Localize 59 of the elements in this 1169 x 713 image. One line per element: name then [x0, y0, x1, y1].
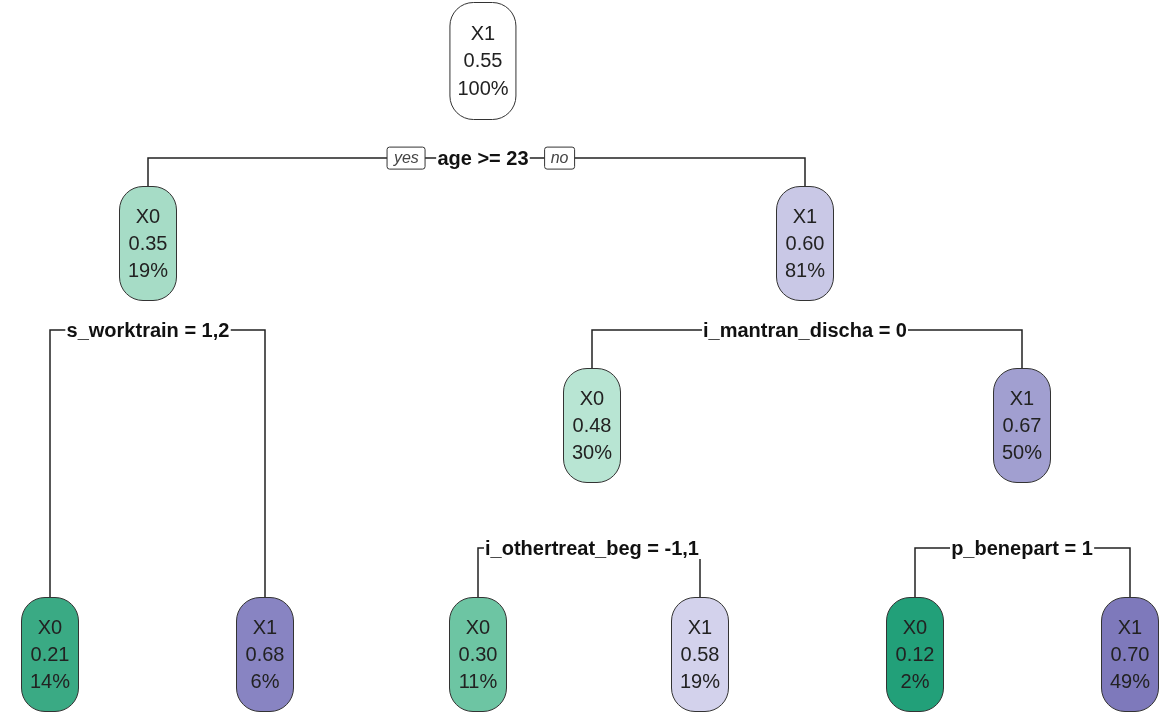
node-text: X1	[792, 203, 818, 229]
node-text: 0.48	[572, 412, 612, 438]
tree-node	[449, 2, 517, 120]
tree-node	[449, 597, 507, 712]
edge-label: yes	[386, 146, 426, 170]
node-text: 0.35	[128, 230, 168, 256]
tree-node	[1101, 597, 1159, 712]
node-text: X1	[687, 614, 713, 640]
node-text: X1	[252, 614, 278, 640]
tree-node	[563, 368, 621, 483]
connector-line	[907, 329, 1023, 369]
node-text: 11%	[458, 669, 498, 695]
tree-node	[236, 597, 294, 712]
node-text: 0.58	[680, 641, 720, 667]
node-text: X1	[1009, 385, 1035, 411]
node-text: 30%	[572, 440, 612, 466]
tree-node	[886, 597, 944, 712]
node-text: 0.70	[1110, 641, 1150, 667]
node-text: X0	[37, 614, 63, 640]
node-text: 0.68	[245, 641, 285, 667]
split-condition: s_worktrain = 1,2	[65, 319, 231, 341]
node-text: 14%	[30, 669, 70, 695]
connector-line	[49, 329, 67, 598]
node-text: 2%	[900, 669, 930, 695]
node-text: 81%	[785, 258, 825, 284]
connector-line	[477, 547, 485, 598]
connector-line	[591, 329, 703, 369]
split-condition: i_mantran_discha = 0	[702, 319, 908, 341]
node-text: 19%	[680, 669, 720, 695]
node-text: 19%	[128, 258, 168, 284]
connector-line	[1093, 547, 1131, 598]
node-text: 0.67	[1002, 412, 1042, 438]
tree-node	[21, 597, 79, 712]
connector-line	[528, 157, 806, 187]
node-text: X0	[902, 614, 928, 640]
tree-node	[671, 597, 729, 712]
node-text: 0.55	[463, 48, 503, 74]
tree-node	[119, 186, 177, 301]
node-text: 100%	[457, 75, 509, 101]
connector-line	[914, 547, 951, 598]
node-text: X0	[579, 385, 605, 411]
split-condition: p_benepart = 1	[950, 537, 1094, 559]
node-text: 50%	[1002, 440, 1042, 466]
connector-line	[229, 329, 266, 598]
node-text: 0.30	[458, 641, 498, 667]
split-condition: i_othertreat_beg = -1,1	[484, 537, 700, 559]
edge-label: no	[543, 146, 576, 170]
node-text: 0.12	[895, 641, 935, 667]
tree-node	[776, 186, 834, 301]
connector-line	[699, 558, 701, 598]
tree-node	[993, 368, 1051, 483]
node-text: X1	[470, 21, 496, 47]
node-text: X0	[135, 203, 161, 229]
node-text: 6%	[250, 669, 280, 695]
node-text: 0.60	[785, 230, 825, 256]
node-text: 49%	[1110, 669, 1150, 695]
node-text: X1	[1117, 614, 1143, 640]
node-text: X0	[465, 614, 491, 640]
node-text: 0.21	[30, 641, 70, 667]
